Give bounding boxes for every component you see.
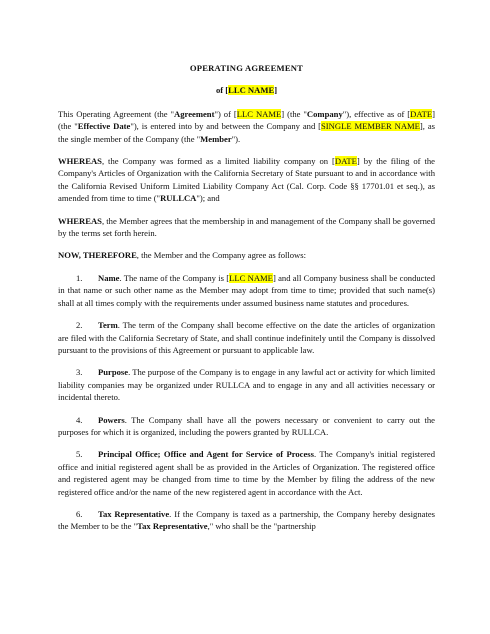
section-heading: Principal Office; Office and Agent for S… (98, 449, 314, 460)
whereas-label: WHEREAS (58, 215, 102, 226)
llc-name-placeholder: LLC NAME (228, 85, 275, 96)
section-number: 1. (76, 272, 83, 283)
defined-term-effective-date: Effective Date (77, 121, 131, 132)
document-subtitle: of [LLC NAME] (58, 84, 435, 96)
defined-term-company: Company (306, 108, 343, 119)
section-text: ] and all Company business shall be cond… (58, 272, 435, 308)
member-name-placeholder: SINGLE MEMBER NAME (321, 121, 420, 132)
defined-term-tax-representative: Tax Representative (137, 521, 208, 532)
intro-text: ], as the single member of the Company (… (58, 121, 435, 144)
section-heading: Tax Representative (98, 508, 170, 519)
section-text: . The purpose of the Company is to engag… (58, 367, 435, 403)
section-text: ," who shall be the "partnership (207, 521, 316, 532)
intro-text: ") of [ (214, 108, 237, 119)
subtitle-prefix: of [ (215, 85, 229, 96)
whereas-text: ] by the filing of the Company's Article… (58, 156, 435, 204)
section-heading: Name (98, 272, 120, 283)
subtitle-suffix: ] (274, 85, 278, 96)
intro-text: This Operating Agreement (the " (58, 108, 175, 119)
whereas-paragraph-1: WHEREAS, the Company was formed as a lim… (58, 155, 435, 205)
defined-term-member: Member (200, 133, 232, 144)
defined-term-agreement: Agreement (174, 108, 215, 119)
section-heading: Powers (98, 414, 125, 425)
section-heading: Term (98, 320, 118, 331)
section-6-tax-representative: 6. Tax Representative. If the Company is … (58, 508, 435, 533)
section-2-term: 2. Term. The term of the Company shall be… (58, 319, 435, 356)
now-therefore-paragraph: NOW, THEREFORE, the Member and the Compa… (58, 249, 435, 261)
section-1-name: 1. Name. The name of the Company is [LLC … (58, 272, 435, 309)
whereas-paragraph-2: WHEREAS, the Member agrees that the memb… (58, 215, 435, 240)
intro-text: "), is entered into by and between the C… (130, 121, 322, 132)
section-text: . If the Company is taxed as a partnersh… (58, 508, 435, 532)
llc-name-placeholder: LLC NAME (229, 272, 273, 283)
date-placeholder: DATE (334, 156, 357, 167)
whereas-text: , the Company was formed as a limited li… (101, 156, 335, 167)
section-4-powers: 4. Powers. The Company shall have all the… (58, 414, 435, 439)
now-therefore-label: NOW, THEREFORE (58, 250, 137, 261)
whereas-text: "); and (196, 193, 220, 204)
defined-term-rullca: RULLCA (160, 193, 197, 204)
section-text: . The name of the Company is [ (119, 272, 230, 283)
document-title: OPERATING AGREEMENT (189, 63, 304, 73)
intro-text: "), effective as of [ (342, 108, 411, 119)
section-5-principal-office: 5. Principal Office; Office and Agent for… (58, 448, 435, 498)
section-number: 4. (76, 414, 83, 425)
now-therefore-text: , the Member and the Company agree as fo… (136, 250, 306, 261)
section-number: 5. (76, 449, 83, 460)
section-number: 6. (76, 508, 83, 519)
date-placeholder: DATE (410, 108, 433, 119)
section-heading: Purpose (98, 367, 129, 378)
document-page: OPERATING AGREEMENT of [LLC NAME] This O… (58, 62, 435, 543)
section-text: . The Company's initial registered offic… (58, 449, 435, 497)
section-3-purpose: 3. Purpose. The purpose of the Company is… (58, 366, 435, 403)
intro-paragraph: This Operating Agreement (the "Agreement… (58, 108, 435, 145)
whereas-label: WHEREAS (58, 156, 102, 167)
section-number: 3. (76, 367, 83, 378)
section-text: . The Company shall have all the powers … (58, 414, 435, 437)
section-number: 2. (76, 320, 83, 331)
whereas-text: , the Member agrees that the membership … (58, 215, 435, 239)
intro-text: ] (the " (281, 108, 307, 119)
intro-text: "). (231, 133, 241, 144)
intro-text: ] (the " (58, 108, 436, 132)
section-text: . The term of the Company shall become e… (58, 320, 435, 355)
llc-name-placeholder: LLC NAME (236, 108, 282, 119)
